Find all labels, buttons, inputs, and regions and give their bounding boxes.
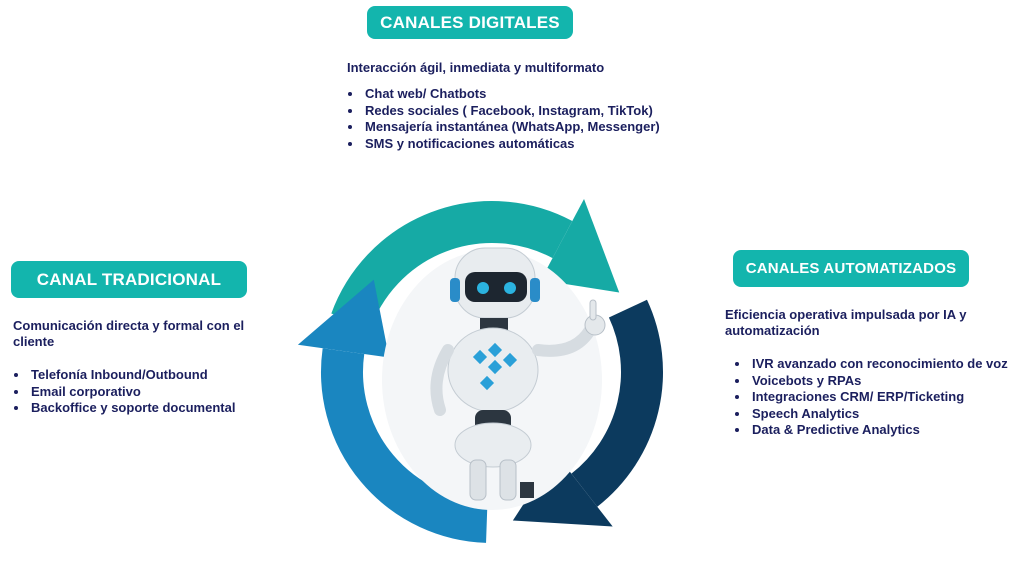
navy-cycle-arrow bbox=[512, 299, 663, 527]
traditional-channel-header: CANAL TRADICIONAL bbox=[11, 261, 247, 298]
list-item: Telefonía Inbound/Outbound bbox=[29, 367, 235, 384]
list-item: Chat web/ Chatbots bbox=[363, 86, 660, 103]
list-item: Mensajería instantánea (WhatsApp, Messen… bbox=[363, 119, 660, 136]
list-item: Integraciones CRM/ ERP/Ticketing bbox=[750, 389, 1008, 406]
list-item: Email corporativo bbox=[29, 384, 235, 401]
list-item: Voicebots y RPAs bbox=[750, 373, 1008, 390]
list-item: Data & Predictive Analytics bbox=[750, 422, 1008, 439]
traditional-subtitle: Comunicación directa y formal con el cli… bbox=[13, 318, 245, 349]
list-item: IVR avanzado con reconocimiento de voz bbox=[750, 356, 1008, 373]
digital-channels-header: CANALES DIGITALES bbox=[367, 6, 573, 39]
automated-channels-header: CANALES AUTOMATIZADOS bbox=[733, 250, 969, 287]
automated-list: IVR avanzado con reconocimiento de voz V… bbox=[734, 356, 1008, 439]
robot-illustration bbox=[382, 247, 606, 510]
list-item: Speech Analytics bbox=[750, 406, 1008, 423]
list-item: Backoffice y soporte documental bbox=[29, 400, 235, 417]
automated-subtitle: Eficiencia operativa impulsada por IA y … bbox=[725, 307, 967, 338]
digital-list: Chat web/ Chatbots Redes sociales ( Face… bbox=[347, 86, 660, 152]
list-item: SMS y notificaciones automáticas bbox=[363, 136, 660, 153]
traditional-list: Telefonía Inbound/Outbound Email corpora… bbox=[13, 367, 235, 417]
digital-subtitle: Interacción ágil, inmediata y multiforma… bbox=[347, 60, 605, 75]
blue-cycle-arrow bbox=[297, 279, 488, 543]
list-item: Redes sociales ( Facebook, Instagram, Ti… bbox=[363, 103, 660, 120]
